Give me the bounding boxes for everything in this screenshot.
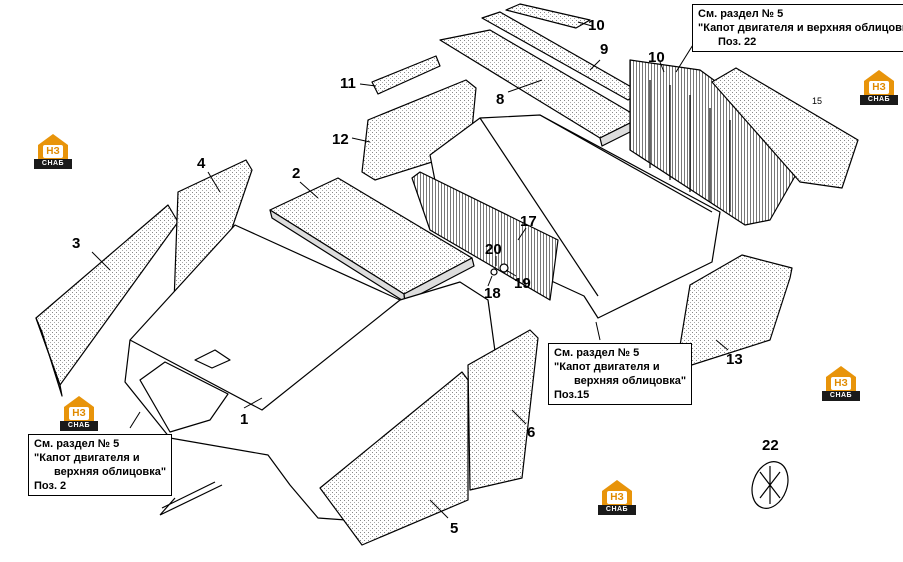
brand-logo: НЗ СНАБ (60, 396, 98, 432)
callout-line: верхняя облицовка" (574, 375, 687, 387)
callout-line: верхняя облицовка" (54, 466, 167, 478)
callout-line: Поз.15 (554, 389, 590, 401)
logo-caption: СНАБ (34, 159, 72, 169)
insulation-piece-11 (371, 55, 441, 95)
brand-logo: НЗ СНАБ (34, 134, 72, 170)
callout-line: См. раздел № 5 (554, 347, 640, 359)
direction-arrow (159, 481, 223, 516)
callout-bottom-left: См. раздел № 5 "Капот двигателя и верхня… (28, 434, 173, 496)
callout-line: "Капот двигателя и (34, 452, 140, 464)
callout-line: "Капот двигателя и верхняя облицовка" (698, 22, 903, 34)
callout-line: "Капот двигателя и (554, 361, 660, 373)
part-number-9: 9 (600, 41, 608, 58)
insulation-panel-5 (319, 371, 469, 546)
part-number-4: 4 (197, 155, 206, 172)
part-number-18: 18 (484, 285, 501, 302)
logo-caption: СНАБ (60, 421, 98, 431)
part-number-19: 19 (514, 275, 531, 292)
part-number-10-grille: 10 (648, 49, 665, 66)
logo-mark: НЗ (869, 81, 889, 94)
insulation-panel-6 (467, 329, 539, 491)
logo-caption: СНАБ (860, 95, 898, 105)
logo-mark: НЗ (831, 377, 851, 390)
part-number-1: 1 (240, 411, 248, 428)
brand-logo: НЗ СНАБ (598, 480, 636, 516)
callout-top-right: См. раздел № 5 "Капот двигателя и верхня… (692, 4, 903, 52)
logo-mark: НЗ (69, 407, 89, 420)
grille-frame (629, 59, 811, 226)
part-number-20: 20 (485, 241, 502, 258)
bracket-17 (411, 171, 559, 301)
part-number-15: 15 (812, 96, 822, 106)
part-number-12: 12 (332, 131, 349, 148)
callout-line: Поз. 2 (34, 480, 67, 492)
callout-line: См. раздел № 5 (698, 8, 784, 20)
part-number-10-top: 10 (588, 17, 605, 34)
strip-10 (505, 3, 591, 29)
callout-line: См. раздел № 5 (34, 438, 120, 450)
part-number-6: 6 (527, 424, 535, 441)
part-number-17: 17 (520, 213, 537, 230)
logo-mark: НЗ (43, 145, 63, 158)
part-number-22: 22 (762, 437, 779, 454)
part-number-3: 3 (72, 235, 80, 252)
logo-mark: НЗ (607, 491, 627, 504)
part-number-2: 2 (292, 165, 300, 182)
callout-line: Поз. 22 (718, 36, 757, 48)
callout-middle: См. раздел № 5 "Капот двигателя и верхня… (548, 343, 693, 405)
logo-caption: СНАБ (598, 505, 636, 515)
brand-logo: НЗ СНАБ (860, 70, 898, 106)
bolt-18 (490, 268, 498, 276)
brand-logo: НЗ СНАБ (822, 366, 860, 402)
insulation-panel-15 (711, 67, 859, 189)
part-number-13: 13 (726, 351, 743, 368)
logo-caption: СНАБ (822, 391, 860, 401)
part-number-8: 8 (496, 91, 504, 108)
part-number-11: 11 (340, 75, 356, 92)
part-number-5: 5 (450, 520, 458, 537)
